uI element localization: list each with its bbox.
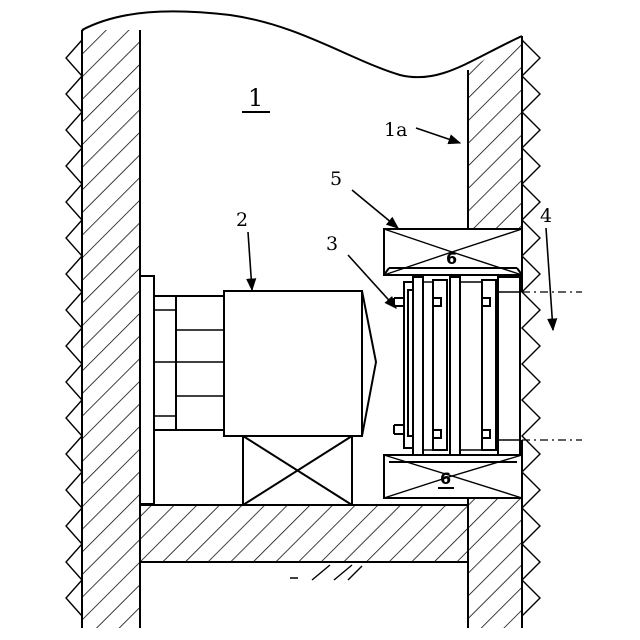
label-5: 5 xyxy=(330,168,342,190)
leader-4 xyxy=(546,228,553,330)
leader-5 xyxy=(352,190,398,228)
label-1a: 1a xyxy=(384,119,407,141)
floor-slab xyxy=(140,505,468,580)
label-4: 4 xyxy=(540,205,552,227)
shield-3 xyxy=(394,277,520,455)
left-wall xyxy=(66,30,140,628)
label-6-bottom: 6 xyxy=(440,469,451,488)
leader-2 xyxy=(248,232,252,290)
label-3: 3 xyxy=(326,233,338,255)
tunnel-top-break-line xyxy=(82,11,522,77)
right-wall xyxy=(468,36,540,628)
label-1: 1 xyxy=(248,84,263,112)
leader-1a xyxy=(416,128,460,143)
frame-lower xyxy=(384,455,522,498)
machine-2 xyxy=(140,276,376,505)
label-2: 2 xyxy=(236,209,248,231)
label-6-top: 6 xyxy=(446,249,457,268)
leader-3 xyxy=(348,255,396,308)
